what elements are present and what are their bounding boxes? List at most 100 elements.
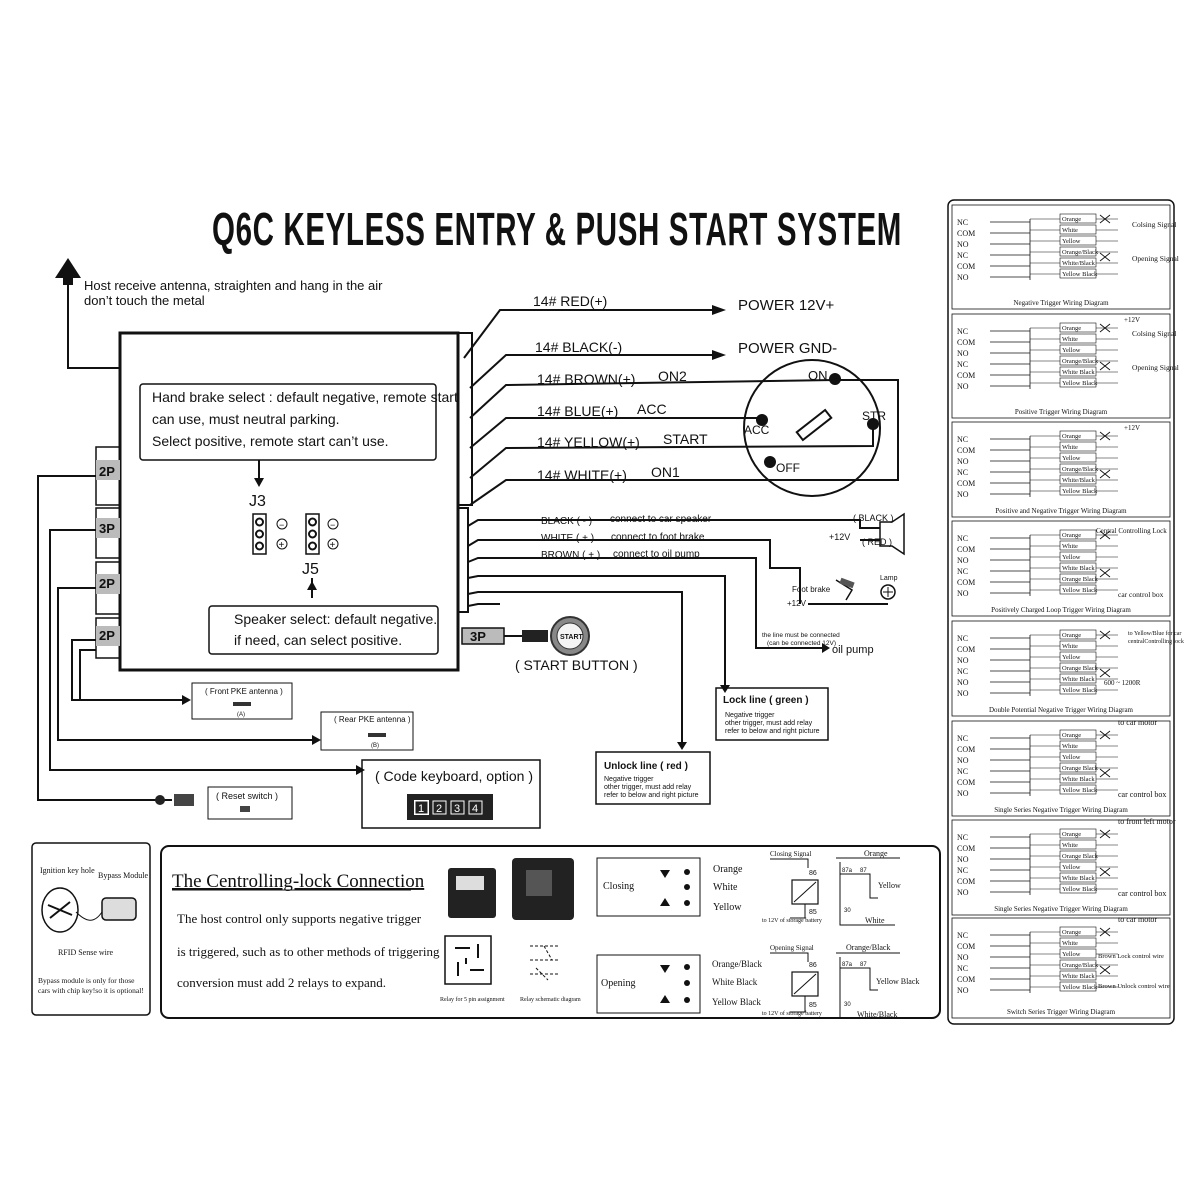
lock-line-body3: refer to below and right picture: [725, 728, 820, 735]
right-diagram-sig2: Opening Signal: [1132, 254, 1179, 263]
lock-line-body2: other trigger, must add relay: [725, 720, 813, 727]
right-diagram-box: car control box: [1118, 790, 1166, 799]
terminal-label: NC: [957, 734, 968, 743]
right-diagram-sig1: Colsing Signal: [1132, 220, 1176, 229]
connector-2p-2: 2P: [99, 576, 115, 591]
terminal-label: COM: [957, 262, 975, 271]
terminal-label: NO: [957, 589, 969, 598]
keypad-key-1[interactable]: 1: [414, 800, 429, 815]
closing-signal: Closing Signal: [770, 850, 811, 858]
wire-label: White Black: [1062, 676, 1095, 683]
wire-label: Orange: [1062, 831, 1081, 838]
wire-label: White: [1062, 227, 1078, 234]
wire-label: Orange Black: [1062, 853, 1099, 860]
closing-pin-87a: 87a: [842, 868, 853, 874]
speaker: ( BLACK ) ( RED ) +12V: [829, 512, 905, 556]
right-diagram-box2: car control box: [1118, 590, 1164, 599]
front-antenna-label: ( Front PKE antenna ): [205, 687, 283, 696]
wire-label: White: [1062, 336, 1078, 343]
wire-label: White: [1062, 743, 1078, 750]
antenna-note-line2: don’t touch the metal: [84, 293, 205, 308]
terminal-label: COM: [957, 446, 975, 455]
wire-label: White: [1062, 940, 1078, 947]
bypass-note-1: Bypass module is only for those: [38, 976, 135, 985]
start-button-icon-text: START: [560, 634, 584, 641]
keypad-key-3[interactable]: 3: [450, 800, 465, 815]
terminal-label: COM: [957, 338, 975, 347]
wire-yellow-label: 14# YELLOW(+): [537, 434, 640, 450]
terminal-label: NO: [957, 240, 969, 249]
right-diagram-caption: Positive and Negative Trigger Wiring Dia…: [995, 507, 1127, 515]
wire-label: White Black: [1062, 776, 1095, 783]
connector-2p-3: 2P: [99, 628, 115, 643]
speaker-black: ( BLACK ): [853, 513, 894, 523]
right-panel-frame: [947, 199, 1175, 1025]
wire-label: Yellow: [1062, 238, 1081, 245]
right-diagram-sig2: Opening Signal: [1132, 363, 1179, 372]
terminal-label: NC: [957, 327, 968, 336]
terminal-label: NC: [957, 931, 968, 940]
lock-line-title: Lock line ( green ): [723, 695, 809, 706]
right-diagram-note: centralControlling lock: [1128, 639, 1184, 645]
right-diagram-frame: [951, 421, 1171, 518]
lock-line-box: Lock line ( green ) Negative trigger oth…: [715, 687, 829, 741]
right-diagram-caption: Single Series Negative Trigger Wiring Di…: [994, 806, 1128, 814]
jumper-j3[interactable]: − +: [252, 513, 288, 555]
ignition-switch: ON ACC STR OFF: [743, 359, 886, 497]
start-button[interactable]: START: [550, 616, 590, 656]
wire-blue-dest: ACC: [637, 401, 667, 417]
start-button-connector: 3P: [461, 627, 548, 645]
opening-label: Opening: [601, 978, 635, 989]
terminal-label: COM: [957, 745, 975, 754]
keypad-key-2[interactable]: 2: [432, 800, 447, 815]
right-diagram-3: NCCOMNONCCOMNOOrangeWhiteYellowOrange/Bl…: [951, 421, 1171, 518]
lamp-label: Lamp: [880, 575, 898, 582]
speaker-note-box: [208, 605, 439, 655]
opening-wire-1: Orange/Black: [712, 959, 762, 969]
foot-brake: Foot brake +12V Lamp: [787, 575, 898, 608]
wire-label: Yellow Black: [1062, 787, 1098, 794]
terminal-label: NO: [957, 888, 969, 897]
wire-label: Yellow: [1062, 864, 1081, 871]
lock-line-body1: Negative trigger: [725, 712, 775, 719]
opening-signal: Opening Signal: [770, 944, 814, 952]
front-antenna-tag: (A): [237, 712, 245, 718]
opening-battery: to 12V of storage battery: [762, 1010, 822, 1017]
ignition-str: STR: [862, 409, 886, 423]
unlock-line-body3: refer to below and right picture: [604, 792, 699, 799]
unlock-line-body2: other trigger, must add relay: [604, 784, 692, 791]
wire-brown-dest: ON2: [658, 368, 687, 384]
closing-label: Closing: [603, 881, 634, 892]
wire-sig-black-label: BLACK ( - ): [541, 516, 592, 527]
host-antenna: Host receive antenna, straighten and han…: [55, 258, 383, 369]
wire-label: Orange: [1062, 325, 1081, 332]
wire-white-label: 14# WHITE(+): [537, 467, 627, 483]
wire-label: Yellow: [1062, 654, 1081, 661]
wire-yellow-dest: START: [663, 431, 708, 447]
terminal-label: NC: [957, 964, 968, 973]
wire-label: Yellow: [1062, 554, 1081, 561]
lock-connection-title: The Centrolling-lock Connection: [172, 871, 425, 892]
wire-sig-brown-label: BROWN ( + ): [541, 550, 600, 561]
opening-pin-85: 85: [809, 1002, 817, 1009]
keypad-key-4[interactable]: 4: [468, 800, 483, 815]
wire-red-dest: POWER 12V+: [738, 297, 835, 314]
wire-label: Orange Black: [1062, 765, 1099, 772]
power-wires: 14# RED(+) POWER 12V+ 14# BLACK(-) POWER…: [463, 293, 899, 506]
closing-battery: to 12V of storage battery: [762, 917, 822, 924]
right-diagram-frame: [951, 520, 1171, 617]
terminal-label: NC: [957, 435, 968, 444]
ignition-acc: ACC: [744, 423, 770, 437]
lock-connection-body3: conversion must add 2 relays to expand.: [177, 975, 386, 990]
terminal-label: COM: [957, 371, 975, 380]
jumper-j5[interactable]: − +: [305, 513, 339, 555]
wire-red-label: 14# RED(+): [533, 293, 607, 309]
terminal-label: NC: [957, 634, 968, 643]
terminal-label: NO: [957, 457, 969, 466]
wire-label: Yellow Black: [1062, 380, 1098, 387]
right-diagram-note: to Yellow/Blue for car: [1128, 630, 1181, 637]
wire-label: Orange: [1062, 732, 1081, 739]
terminal-label: COM: [957, 975, 975, 984]
